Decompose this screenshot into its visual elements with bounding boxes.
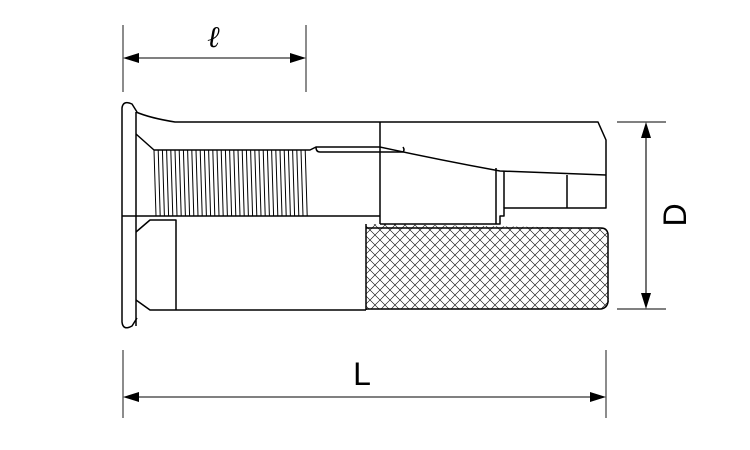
thread-line xyxy=(170,149,174,217)
label-outer-diameter: D xyxy=(657,203,693,226)
thread-line xyxy=(187,149,191,217)
thread-line xyxy=(157,149,161,217)
thread-line xyxy=(266,149,270,217)
label-overall-length: L xyxy=(353,356,371,392)
thread-line xyxy=(296,149,300,217)
thread-line xyxy=(199,149,203,217)
thread-line xyxy=(208,149,212,217)
thread-line xyxy=(287,149,291,217)
thread-line xyxy=(292,149,296,217)
thread-line xyxy=(300,149,304,217)
extension-lines xyxy=(122,25,666,418)
thread-line xyxy=(283,149,287,217)
label-thread-length: ℓ xyxy=(208,20,221,55)
lower-body xyxy=(135,219,177,310)
thread-line xyxy=(271,149,275,217)
thread-line xyxy=(254,149,258,217)
thread-line xyxy=(161,149,165,217)
dimension-line-L xyxy=(123,392,606,402)
thread-line xyxy=(220,149,224,217)
thread-line xyxy=(203,149,207,217)
thread-line xyxy=(233,149,237,217)
thread-line xyxy=(182,149,186,217)
thread-line xyxy=(229,149,233,217)
internal-thread xyxy=(153,149,308,217)
flange-head xyxy=(121,101,138,329)
thread-line xyxy=(166,149,170,217)
thread-line xyxy=(275,149,279,217)
upper-body xyxy=(135,111,607,175)
thread-line xyxy=(153,149,157,217)
thread-line xyxy=(304,149,308,217)
thread-line xyxy=(195,149,199,217)
thread-line xyxy=(237,149,241,217)
thread-line xyxy=(241,149,245,217)
thread-line xyxy=(191,149,195,217)
thread-line xyxy=(245,149,249,217)
thread-line xyxy=(262,149,266,217)
thread-line xyxy=(258,149,262,217)
thread-line xyxy=(178,149,182,217)
thread-line xyxy=(250,149,254,217)
knurled-surface xyxy=(366,224,609,309)
thread-line xyxy=(279,149,283,217)
thread-line xyxy=(174,149,178,217)
thread-line xyxy=(224,149,228,217)
thread-line xyxy=(212,149,216,217)
dimension-line-D xyxy=(641,122,651,309)
thread-line xyxy=(216,149,220,217)
dimension-line-l xyxy=(123,53,306,63)
